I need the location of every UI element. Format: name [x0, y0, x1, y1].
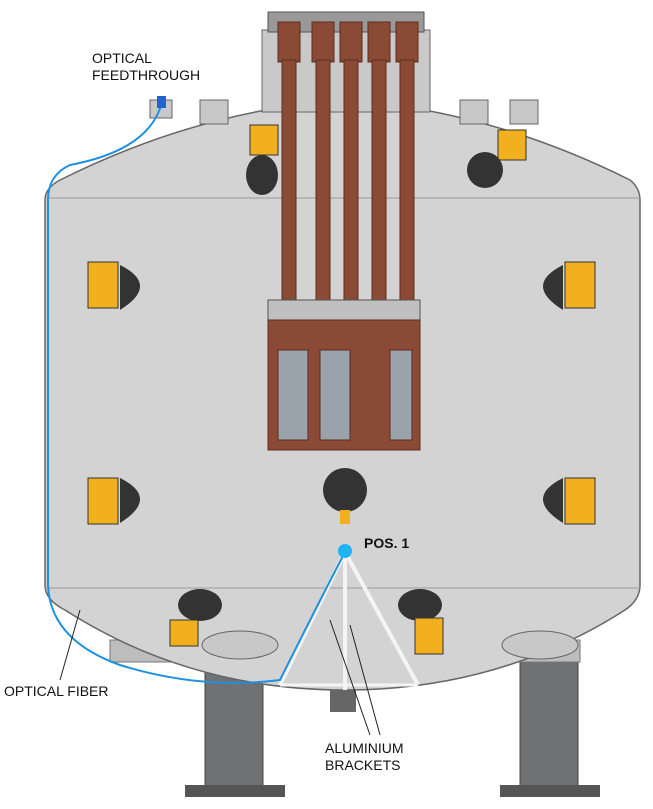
pmt — [87, 477, 140, 525]
bottom-port — [201, 630, 279, 660]
optical-fiber — [47, 101, 346, 684]
pmt — [398, 589, 444, 655]
fiber-leader — [59, 609, 81, 681]
pmt — [87, 261, 140, 310]
aluminium-brackets-label: ALUMINIUM BRACKETS — [325, 740, 404, 774]
pmt — [543, 261, 596, 310]
pmt — [169, 589, 222, 647]
top-ports — [149, 99, 539, 125]
label-line: OPTICAL — [92, 50, 152, 66]
optical-fiber-label: OPTICAL FIBER — [4, 683, 109, 699]
bottom-port — [501, 630, 579, 660]
label-line: ALUMINIUM — [325, 740, 404, 756]
optical-feedthrough-label: OPTICAL FEEDTHROUGH — [92, 50, 200, 84]
label-line: FEEDTHROUGH — [92, 67, 201, 83]
pmts — [87, 124, 596, 655]
pmt — [323, 468, 367, 524]
source-position-marker — [338, 544, 352, 558]
pmt — [467, 129, 527, 188]
brackets-leader — [349, 624, 381, 736]
calibration-tubes — [267, 21, 421, 451]
pmt — [543, 477, 596, 525]
brackets-leader — [329, 619, 371, 736]
position-label: POS. 1 — [364, 535, 410, 551]
label-line: BRACKETS — [325, 757, 401, 773]
pmt — [246, 124, 279, 195]
feedthrough-connector — [157, 96, 166, 108]
